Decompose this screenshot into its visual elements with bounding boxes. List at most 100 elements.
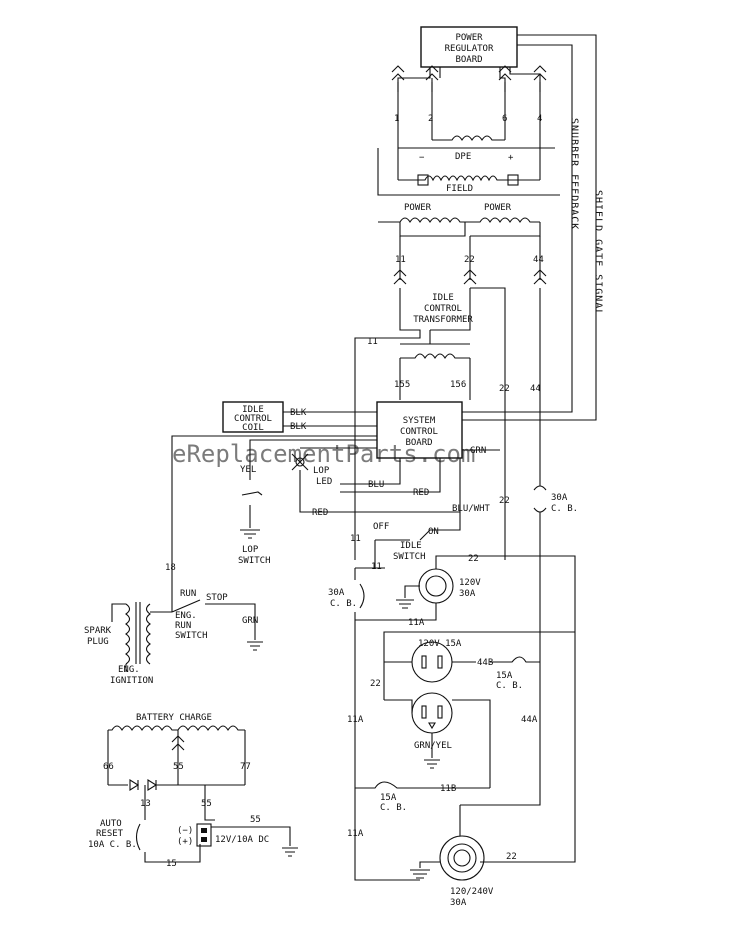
wire-blk-2: BLK xyxy=(290,422,307,432)
system-control-label-1: SYSTEM xyxy=(403,416,436,426)
recep-240v-label-1: 120/240V xyxy=(450,887,494,897)
cb-30a-left-label-2: C. B. xyxy=(330,599,357,609)
wire-6: 6 xyxy=(502,114,507,124)
idle-control-coil: IDLE CONTROL COIL BLK BLK xyxy=(222,401,377,433)
battery-charge-group: BATTERY CHARGE 66 55 77 13 55 AUTO RESET… xyxy=(88,713,298,869)
cb-30a-left-label-1: 30A xyxy=(328,588,345,598)
eng-stop-label: STOP xyxy=(206,593,228,603)
wire-grn-ground: GRN xyxy=(242,616,258,626)
lop-switch-label-2: SWITCH xyxy=(238,556,271,566)
signal-runs: SNUBBER FEEDBACK SHIELD GATE SIGNAL xyxy=(462,34,604,421)
wire-44-mid: 44 xyxy=(530,384,541,394)
wire-blu: BLU xyxy=(368,480,384,490)
wire-22-top: 22 xyxy=(464,255,475,265)
eng-ignition-label-1: ENG. xyxy=(118,665,140,675)
wire-15: 15 xyxy=(166,859,177,869)
wire-11-xfmr: 11 xyxy=(367,337,378,347)
idle-xfmr-label-1: IDLE xyxy=(432,293,454,303)
power-regulator-board: POWER REGULATOR BOARD xyxy=(420,26,518,68)
wire-55-b: 55 xyxy=(201,799,212,809)
power-left-label: POWER xyxy=(404,203,432,213)
wire-11-top: 11 xyxy=(395,255,406,265)
power-regulator-label-3: BOARD xyxy=(455,55,482,65)
wire-red-1: RED xyxy=(413,488,429,498)
lop-led-label-2: LED xyxy=(316,477,332,487)
dpe-winding: DPE − + xyxy=(398,135,555,163)
idle-control-transformer: IDLE CONTROL TRANSFORMER 11 155 156 xyxy=(354,288,473,560)
idle-xfmr-label-2: CONTROL xyxy=(424,304,462,314)
auto-reset-label-2: RESET xyxy=(96,829,124,839)
wire-blk-1: BLK xyxy=(290,408,307,418)
idle-xfmr-label-3: TRANSFORMER xyxy=(413,315,473,325)
idle-coil-label-3: COIL xyxy=(242,423,264,433)
wire-22-left: 22 xyxy=(370,679,381,689)
control-wiring: YEL LOP SWITCH 18 LOP LED BLU RED RED BL… xyxy=(165,435,491,612)
lop-led-label-1: LOP xyxy=(313,466,330,476)
eng-run-switch-label-2: RUN xyxy=(175,621,191,631)
engine-ignition-group: RUN STOP ENG. RUN SWITCH GRN SPARK PLUG … xyxy=(84,589,263,686)
wire-55-a: 55 xyxy=(173,762,184,772)
wire-44b: 44B xyxy=(477,658,493,668)
wire-18: 18 xyxy=(165,563,176,573)
recep-30a-label-1: 120V xyxy=(459,578,481,588)
wire-11a-v1: 11A xyxy=(347,715,364,725)
idle-switch-label-2: SWITCH xyxy=(393,552,426,562)
receptacle-120v-30a-group: 30A C. B. 22 120V 30A 11A xyxy=(328,554,576,881)
wire-11a-h: 11A xyxy=(408,618,425,628)
spark-plug-label-1: SPARK xyxy=(84,626,112,636)
wire-4: 4 xyxy=(537,114,542,124)
power-windings: POWER POWER 11 22 44 xyxy=(378,203,547,285)
power-regulator-label-1: POWER xyxy=(455,33,483,43)
cb-15a-right-label-2: C. B. xyxy=(496,681,523,691)
auto-reset-label-1: AUTO xyxy=(100,819,122,829)
cb-30a-right-label-2: C. B. xyxy=(551,504,578,514)
wire-22-mid: 22 xyxy=(499,384,510,394)
idle-switch-on: ON xyxy=(428,527,439,537)
eng-run-label: RUN xyxy=(180,589,196,599)
wire-2: 2 xyxy=(428,114,433,124)
cb-30a-right-label-1: 30A xyxy=(551,493,568,503)
field-label: FIELD xyxy=(446,184,473,194)
recep-240v-label-2: 30A xyxy=(450,898,467,908)
main-vertical-runs: 22 44 22 30A C. B. xyxy=(460,287,578,806)
lop-switch-label-1: LOP xyxy=(242,545,259,555)
grn-yel-label: GRN/YEL xyxy=(414,741,452,751)
wire-11-b: 11 xyxy=(371,562,382,572)
eng-ignition-label-2: IGNITION xyxy=(110,676,153,686)
wire-155: 155 xyxy=(394,380,410,390)
wire-13: 13 xyxy=(140,799,151,809)
auto-reset-label-3: 10A C. B. xyxy=(88,840,137,850)
wire-11a-v2: 11A xyxy=(347,829,364,839)
dpe-plus: + xyxy=(508,153,514,163)
wire-44a: 44A xyxy=(521,715,538,725)
field-winding: FIELD xyxy=(377,148,560,196)
wire-44-top: 44 xyxy=(533,255,544,265)
wire-1: 1 xyxy=(394,114,399,124)
power-right-label: POWER xyxy=(484,203,512,213)
wire-grn-board: GRN xyxy=(470,446,486,456)
dpe-label: DPE xyxy=(455,152,471,162)
wire-22-bus: 22 xyxy=(468,554,479,564)
cb-15a-left-label-1: 15A xyxy=(380,793,397,803)
idle-coil-label-2: CONTROL xyxy=(234,414,272,424)
eng-run-switch-label-1: ENG. xyxy=(175,611,197,621)
wire-22-lower: 22 xyxy=(499,496,510,506)
dc-minus-label: (−) xyxy=(177,826,193,836)
wire-156: 156 xyxy=(450,380,466,390)
wire-11-a: 11 xyxy=(350,534,361,544)
wire-yel: YEL xyxy=(240,465,256,475)
wire-66: 66 xyxy=(103,762,114,772)
system-control-board: SYSTEM CONTROL BOARD GRN xyxy=(376,401,500,459)
dc-out-label: 12V/10A DC xyxy=(215,835,269,845)
recep-30a-label-2: 30A xyxy=(459,589,476,599)
wire-77: 77 xyxy=(240,762,251,772)
receptacle-120-240v-group: 22 120/240V 30A xyxy=(410,805,517,908)
snubber-feedback-label: SNUBBER FEEDBACK xyxy=(569,118,580,230)
duplex-receptacle-group: 120V 15A 44B 15A C. B. 22 GRN/YEL 11A 44… xyxy=(347,631,575,788)
dc-plus-label: (+) xyxy=(177,837,193,847)
wire-red-2: RED xyxy=(312,508,328,518)
cb-15a-right-label-1: 15A xyxy=(496,671,513,681)
wire-55-c: 55 xyxy=(250,815,261,825)
power-regulator-label-2: REGULATOR xyxy=(445,44,494,54)
